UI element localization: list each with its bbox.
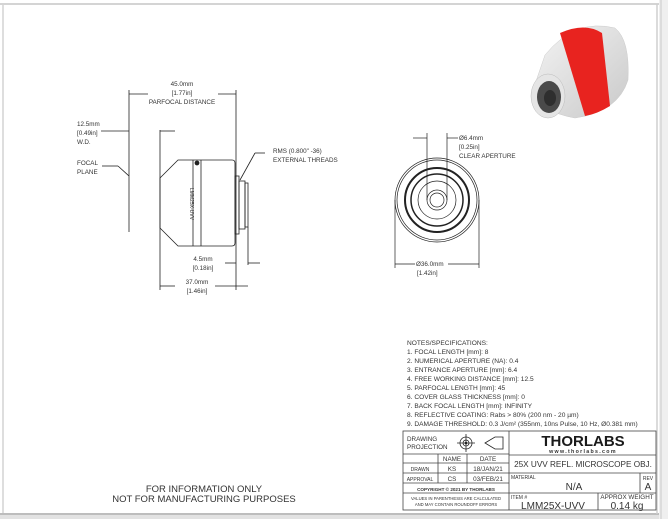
rev-label: REV <box>643 476 654 482</box>
title-block: DRAWING PROJECTION NAME DATE DRAWN KS 18… <box>402 430 657 512</box>
note-item: 5. PARFOCAL LENGTH [mm]: 45 <box>407 385 506 392</box>
parfocal-mm: 45.0mm <box>171 81 194 88</box>
rev-value: A <box>645 482 652 493</box>
projection-label: DRAWING <box>407 436 437 443</box>
note-item: 6. COVER GLASS THICKNESS [mm]: 0 <box>407 394 525 401</box>
notes: NOTES/SPECIFICATIONS: 1. FOCAL LENGTH [m… <box>407 340 638 428</box>
projection-label-2: PROJECTION <box>407 444 448 451</box>
note-item: 3. ENTRANCE APERTURE [mm]: 6.4 <box>407 367 517 374</box>
note-item: 9. DAMAGE THRESHOLD: 0.3 J/cm² (355nm, 1… <box>407 421 638 428</box>
front-view <box>394 133 480 268</box>
length-mm: 37.0mm <box>186 279 209 286</box>
drawn-date: 18/JAN/21 <box>473 466 503 473</box>
drawn-label: DRAWN <box>411 467 430 473</box>
note-item: 4. FREE WORKING DISTANCE [mm]: 12.5 <box>407 376 534 383</box>
aperture-mm: Ø6.4mm <box>459 135 483 142</box>
aperture-label: CLEAR APERTURE <box>459 153 516 160</box>
scrollbar[interactable] <box>659 0 668 519</box>
notes-title: NOTES/SPECIFICATIONS: <box>407 340 488 347</box>
approval-label: APPROVAL <box>407 477 434 483</box>
diameter-mm: Ø36.0mm <box>416 261 444 268</box>
material-value: N/A <box>566 482 583 493</box>
copyright: COPYRIGHT © 2021 BY THORLABS <box>417 486 495 492</box>
aperture-in: [0.25in] <box>459 144 480 151</box>
focal-plane-label-2: PLANE <box>77 169 98 176</box>
thread-spec: RMS (0.800" -36) <box>273 148 322 155</box>
thread-label: EXTERNAL THREADS <box>273 157 338 164</box>
wd-mm: 12.5mm <box>77 121 100 128</box>
note-item: 8. REFLECTIVE COATING: Rabs > 80% (200 n… <box>407 412 579 419</box>
note-item: 2. NUMERICAL APERTURE (NA): 0.4 <box>407 358 519 365</box>
objective-3d-render <box>530 25 629 119</box>
values-note: VALUES IN PARENTHESIS ARE CALCULATED <box>411 496 501 501</box>
parfocal-in: [1.77in] <box>172 90 193 97</box>
values-note-2: AND MAY CONTAIN ROUNDOFF ERRORS <box>415 502 498 507</box>
diameter-in: [1.42in] <box>417 270 438 277</box>
material-label: MATERIAL <box>511 475 536 481</box>
focal-plane-label: FOCAL <box>77 160 98 167</box>
item-number: LMM25X-UVV <box>521 501 585 512</box>
length-in: [1.46in] <box>187 288 208 295</box>
thread-length-in: [0.18in] <box>193 265 214 272</box>
description: 25X UVV REFL. MICROSCOPE OBJ. <box>514 460 652 469</box>
date-header: DATE <box>480 456 496 463</box>
drawn-name: KS <box>448 466 456 473</box>
side-view: LMM25X-UVV <box>101 90 265 290</box>
thorlabs-logo: THORLABS <box>541 433 624 450</box>
thread-length-mm: 4.5mm <box>193 256 212 263</box>
note-item: 1. FOCAL LENGTH [mm]: 8 <box>407 349 489 356</box>
weight-label: APPROX WEIGHT <box>600 494 653 501</box>
name-header: NAME <box>443 456 461 463</box>
disclaimer-line-2: NOT FOR MANUFACTURING PURPOSES <box>112 494 296 505</box>
approval-date: 03/FEB/21 <box>473 476 503 483</box>
weight-value: 0.14 kg <box>611 501 644 512</box>
engraving-text: LMM25X-UVV <box>188 188 194 221</box>
item-label: ITEM # <box>511 495 527 501</box>
approval-name: CS <box>448 476 457 483</box>
first-angle-projection-icon <box>464 441 468 445</box>
wd-in: [0.49in] <box>77 130 98 137</box>
wd-label: W.D. <box>77 139 91 146</box>
disclaimer-line-1: FOR INFORMATION ONLY <box>146 484 263 495</box>
parfocal-label: PARFOCAL DISTANCE <box>149 99 215 106</box>
website: www.thorlabs.com <box>548 449 617 455</box>
note-item: 7. BACK FOCAL LENGTH [mm]: INFINITY <box>407 403 533 410</box>
